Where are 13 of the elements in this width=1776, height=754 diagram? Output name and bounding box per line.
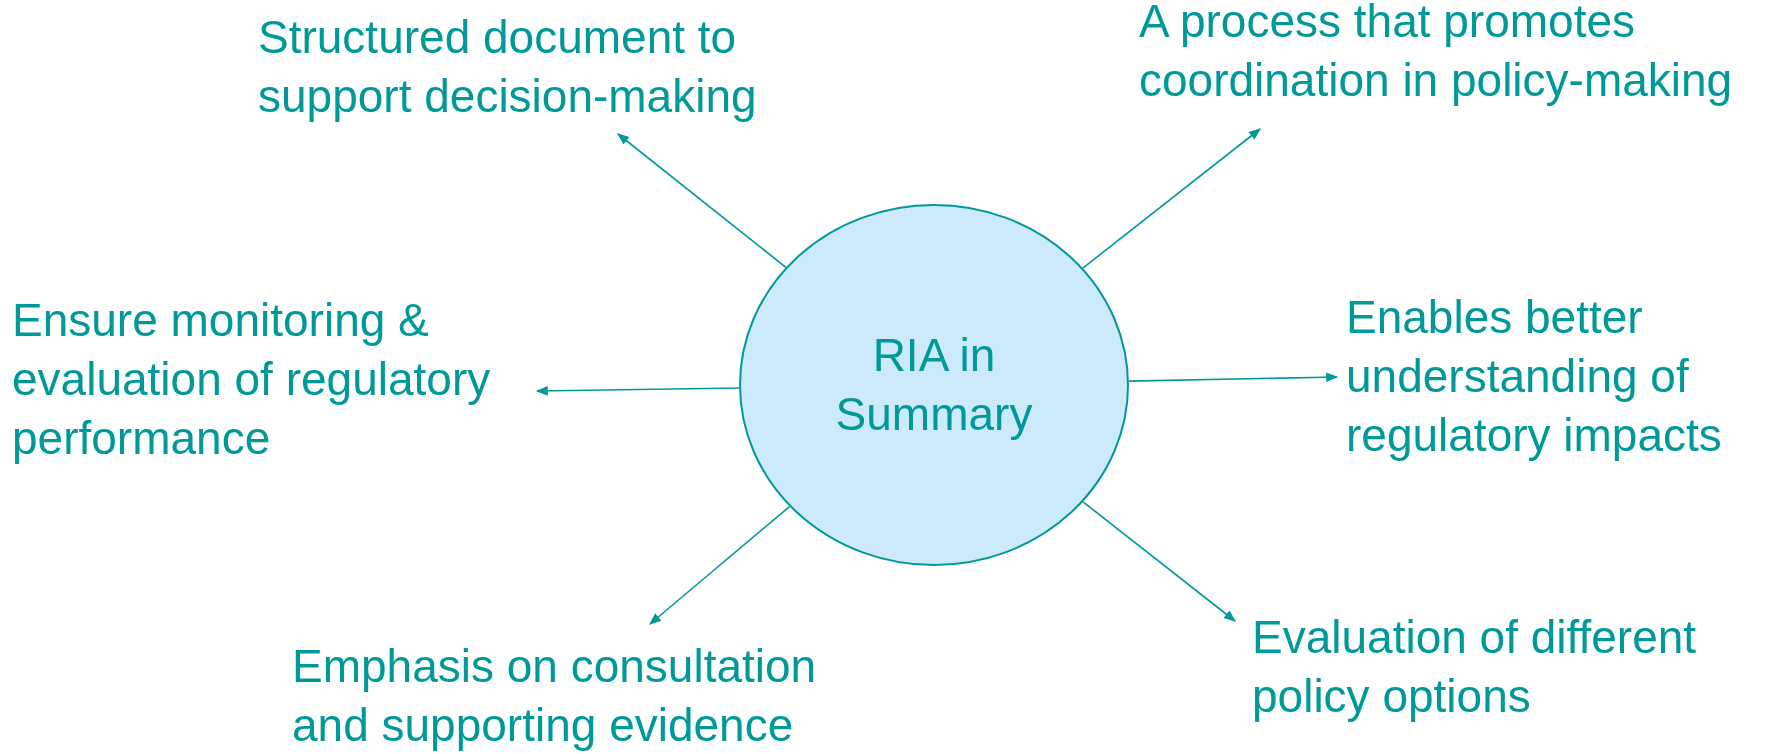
summary-point: Emphasis on consultation and supporting evidence <box>292 640 817 751</box>
circle-label: RIA in Summary <box>834 328 1034 442</box>
summary-point: A process that promotes coordination in policy-making <box>1139 0 1733 106</box>
arrow <box>535 386 740 396</box>
arrow <box>1128 372 1339 382</box>
summary-point: Structured document to support decision-making <box>258 11 757 122</box>
summary-point: Evaluation of different policy options <box>1252 611 1697 722</box>
arrow <box>617 133 787 269</box>
summary-point: Ensure monitoring & evaluation of regulatory performance <box>12 294 491 464</box>
arrow <box>1082 501 1236 622</box>
summary-point: Enables better understanding of regulatory impacts <box>1346 291 1722 461</box>
arrow <box>1082 128 1261 269</box>
arrow <box>649 505 791 625</box>
